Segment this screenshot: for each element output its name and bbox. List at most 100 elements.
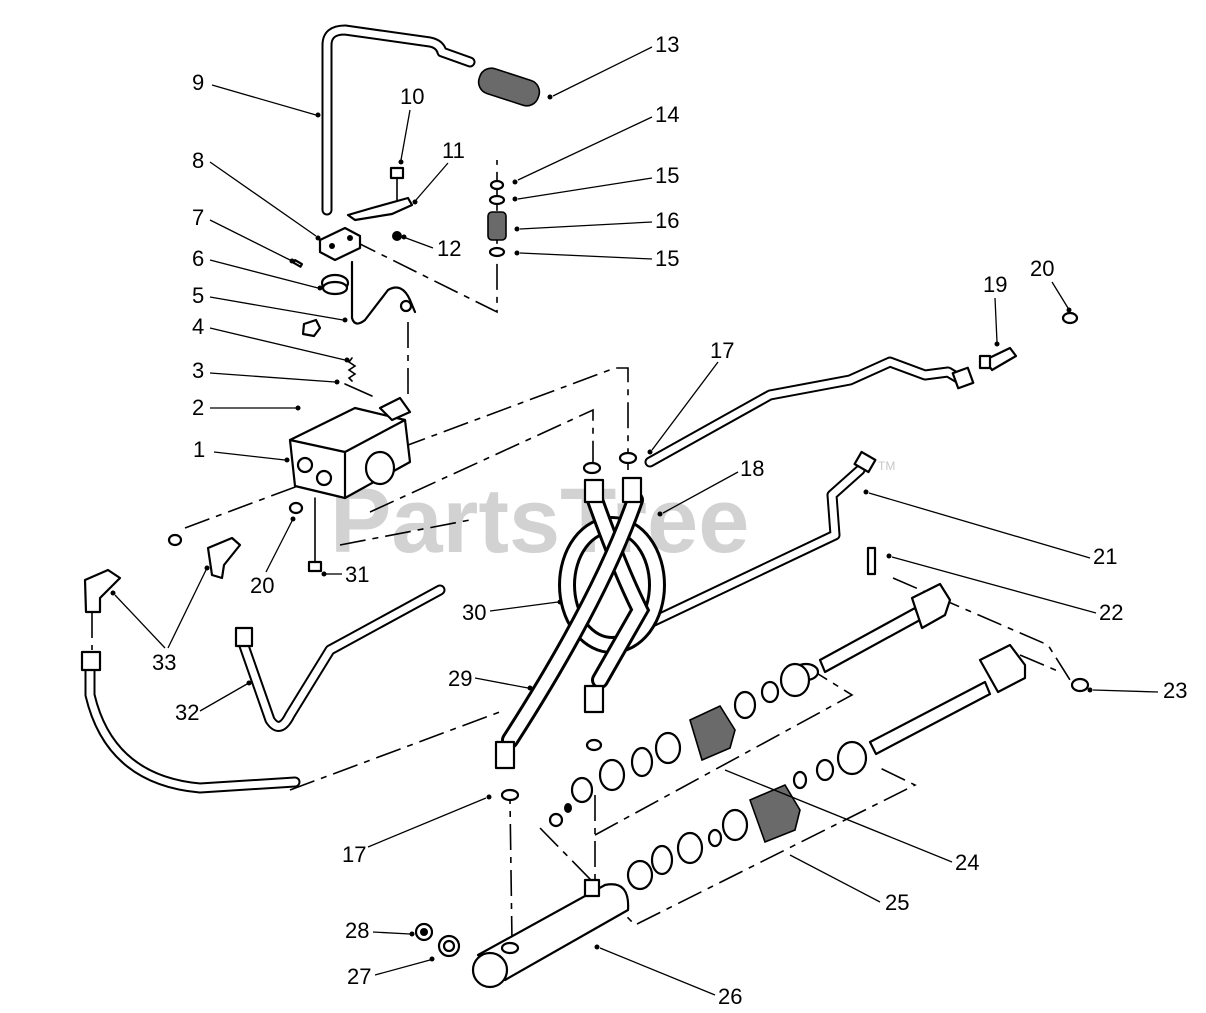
control-lever [321, 24, 476, 216]
bushing-6 [320, 273, 350, 296]
callout-12[interactable]: 12 [401, 234, 462, 262]
callout-24[interactable]: 24 [724, 769, 979, 875]
svg-text:16: 16 [655, 208, 679, 233]
callout-20-left[interactable]: 20 [250, 516, 296, 599]
callout-20-right[interactable]: 20 [1030, 256, 1072, 313]
hoses [494, 451, 666, 802]
callout-16[interactable]: 16 [514, 208, 680, 233]
svg-text:17: 17 [710, 338, 734, 363]
nut-2 [301, 318, 322, 338]
seal-set-lower [548, 740, 868, 891]
roll-pin-22 [866, 546, 877, 576]
callout-19[interactable]: 19 [983, 272, 1007, 347]
callout-26[interactable]: 26 [594, 944, 743, 1010]
seal-set-upper [570, 662, 811, 804]
callout-15-lower[interactable]: 15 [514, 246, 680, 271]
pin-23 [1070, 677, 1090, 693]
control-arm [350, 260, 417, 325]
svg-text:22: 22 [1099, 600, 1123, 625]
callout-11[interactable]: 11 [412, 138, 465, 205]
callout-22[interactable]: 22 [886, 553, 1124, 626]
svg-text:20: 20 [1030, 256, 1054, 281]
fitting-19 [978, 346, 1018, 372]
piston-rod-upper [792, 582, 952, 682]
svg-text:30: 30 [462, 600, 486, 625]
svg-text:10: 10 [400, 84, 424, 109]
callout-30[interactable]: 30 [462, 599, 563, 626]
svg-text:13: 13 [655, 32, 679, 57]
plug-27 [437, 934, 461, 958]
svg-text:23: 23 [1163, 678, 1187, 703]
svg-text:1: 1 [193, 437, 205, 462]
svg-text:12: 12 [437, 236, 461, 261]
callout-25[interactable]: 25 [789, 854, 909, 915]
callout-6[interactable]: 6 [192, 246, 323, 291]
svg-text:11: 11 [442, 138, 465, 163]
svg-text:33: 33 [152, 650, 176, 675]
callout-23[interactable]: 23 [1087, 678, 1188, 703]
callout-27[interactable]: 27 [347, 956, 435, 990]
svg-text:2: 2 [192, 395, 204, 420]
assembly-guide-lines [91, 160, 1071, 943]
svg-text:19: 19 [983, 272, 1007, 297]
callout-10[interactable]: 10 [398, 84, 425, 165]
svg-text:8: 8 [192, 148, 204, 173]
svg-text:32: 32 [175, 700, 199, 725]
pivot-plate [318, 226, 362, 262]
washer-20-left [288, 501, 304, 515]
callout-21[interactable]: 21 [863, 489, 1118, 570]
svg-text:5: 5 [192, 283, 204, 308]
callout-8[interactable]: 8 [192, 148, 321, 241]
callout-18[interactable]: 18 [657, 456, 765, 517]
callout-9[interactable]: 9 [192, 70, 321, 118]
svg-text:21: 21 [1093, 544, 1117, 569]
callout-14[interactable]: 14 [512, 102, 680, 185]
nut-12 [392, 231, 402, 241]
callouts: 1 2 3 4 5 6 7 [110, 32, 1188, 1010]
svg-text:31: 31 [345, 562, 369, 587]
svg-text:28: 28 [345, 918, 369, 943]
svg-text:15: 15 [655, 163, 679, 188]
callout-29[interactable]: 29 [448, 666, 533, 691]
watermark-tm: TM [878, 459, 895, 473]
callout-13[interactable]: 13 [547, 32, 680, 100]
svg-text:9: 9 [192, 70, 204, 95]
svg-text:3: 3 [192, 358, 204, 383]
svg-text:15: 15 [655, 246, 679, 271]
washer-20-right [1061, 311, 1079, 325]
callout-4[interactable]: 4 [192, 314, 350, 363]
callout-5[interactable]: 5 [192, 283, 348, 323]
svg-text:24: 24 [955, 850, 979, 875]
callout-31[interactable]: 31 [321, 562, 370, 587]
callout-17-lower[interactable]: 17 [342, 794, 492, 868]
control-valve [288, 396, 412, 500]
callout-2[interactable]: 2 [192, 395, 301, 420]
hydraulic-tube-21 [629, 450, 877, 636]
watermark: PartsTree [330, 470, 749, 572]
svg-text:29: 29 [448, 666, 472, 691]
svg-text:25: 25 [885, 890, 909, 915]
hydraulic-tube-32 [80, 584, 446, 794]
callout-3[interactable]: 3 [192, 358, 340, 385]
bolt-31 [307, 497, 323, 573]
spring-4 [347, 357, 357, 382]
svg-text:20: 20 [250, 573, 274, 598]
lever-grip [477, 67, 541, 107]
callout-15-upper[interactable]: 15 [512, 163, 680, 202]
callout-28[interactable]: 28 [345, 918, 415, 943]
piston-rod-lower [868, 643, 1027, 756]
callout-33[interactable]: 33 [110, 565, 210, 676]
svg-text:4: 4 [192, 314, 204, 339]
callout-7[interactable]: 7 [192, 205, 295, 264]
bracket-11 [346, 196, 414, 222]
plug-28 [414, 922, 434, 942]
callout-32[interactable]: 32 [175, 680, 252, 726]
hydraulic-cylinder [471, 878, 630, 989]
hydraulic-line-upper [644, 356, 975, 468]
svg-text:7: 7 [192, 205, 204, 230]
svg-text:17: 17 [342, 842, 366, 867]
callout-17-upper[interactable]: 17 [647, 338, 735, 455]
callout-1[interactable]: 1 [193, 437, 290, 463]
svg-text:27: 27 [347, 964, 371, 989]
